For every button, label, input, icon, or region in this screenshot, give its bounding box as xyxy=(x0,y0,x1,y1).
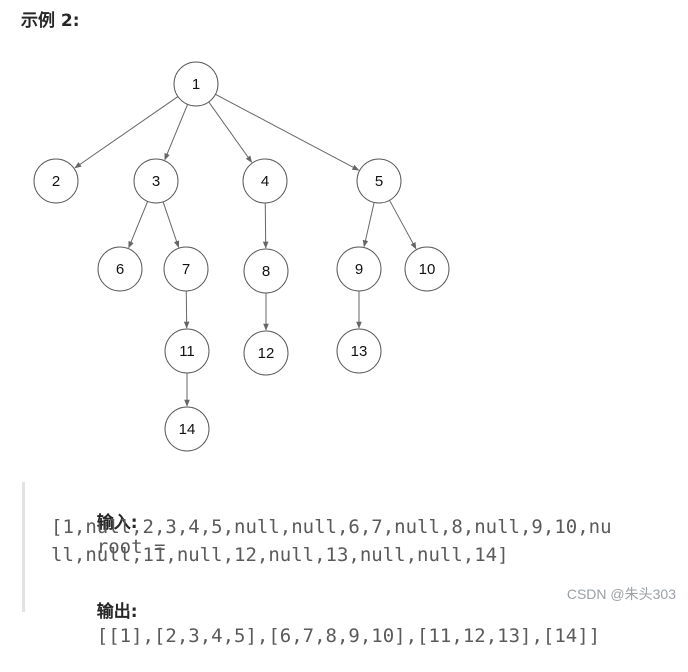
tree-node-label: 2 xyxy=(52,173,60,190)
csdn-watermark: CSDN @朱头303 xyxy=(567,584,676,604)
tree-node-9: 9 xyxy=(337,247,381,291)
tree-edge-4-8 xyxy=(265,203,266,248)
tree-node-label: 8 xyxy=(262,263,270,280)
tree-node-14: 14 xyxy=(165,407,209,451)
tree-node-10: 10 xyxy=(405,247,449,291)
tree-node-2: 2 xyxy=(34,159,78,203)
output-label: 输出: xyxy=(97,602,138,622)
tree-node-label: 11 xyxy=(179,343,195,360)
tree-node-11: 11 xyxy=(165,329,209,373)
tree-node-3: 3 xyxy=(134,159,178,203)
tree-node-12: 12 xyxy=(244,331,288,375)
tree-edge-1-5 xyxy=(215,94,358,170)
output-line: 输出: [[1],[2,3,4,5],[6,7,8,9,10],[11,12,1… xyxy=(51,575,600,672)
tree-edge-3-6 xyxy=(129,201,148,247)
tree-node-8: 8 xyxy=(244,249,288,293)
tree-edge-5-10 xyxy=(390,200,416,248)
tree-node-5: 5 xyxy=(357,159,401,203)
tree-node-label: 5 xyxy=(375,173,383,190)
tree-node-label: 6 xyxy=(116,261,124,278)
output-value: [[1],[2,3,4,5],[6,7,8,9,10],[11,12,13],[… xyxy=(97,625,600,647)
tree-edge-1-3 xyxy=(165,104,188,159)
tree-edge-1-2 xyxy=(75,97,178,168)
tree-node-label: 13 xyxy=(351,343,368,360)
tree-node-label: 12 xyxy=(258,345,275,362)
tree-node-label: 1 xyxy=(192,76,200,93)
tree-node-13: 13 xyxy=(337,329,381,373)
tree-node-label: 7 xyxy=(182,261,190,278)
tree-edge-3-7 xyxy=(163,202,178,247)
tree-node-label: 10 xyxy=(419,261,436,278)
tree-node-label: 14 xyxy=(179,421,196,438)
tree-node-7: 7 xyxy=(164,247,208,291)
tree-edge-1-4 xyxy=(209,102,252,162)
tree-node-label: 3 xyxy=(152,173,160,190)
tree-node-6: 6 xyxy=(98,247,142,291)
tree-node-label: 9 xyxy=(355,261,363,278)
input-line-3: ll,null,11,null,12,null,13,null,null,14] xyxy=(51,543,509,567)
tree-edge-5-9 xyxy=(364,202,374,246)
tree-node-4: 4 xyxy=(243,159,287,203)
tree-node-1: 1 xyxy=(174,62,218,106)
input-line-2: [1,null,2,3,4,5,null,null,6,7,null,8,nul… xyxy=(51,515,612,539)
tree-node-label: 4 xyxy=(261,173,269,190)
